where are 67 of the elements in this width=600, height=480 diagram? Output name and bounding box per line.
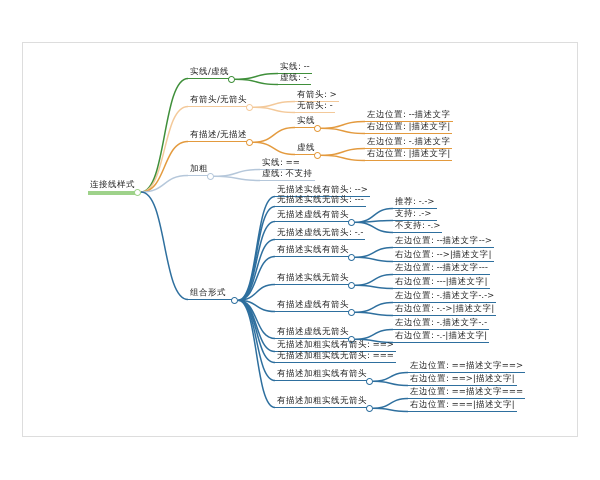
connector [252,142,296,156]
connector [320,154,366,162]
topic-text: 右边位置: ==>|描述文字| [410,374,515,384]
topic-text: 右边位置: -.->|描述文字| [395,304,494,314]
topic-text: 实线: -- [280,62,310,72]
topic-text: 加粗 [190,164,208,174]
topic-text: 虚线: -. [280,73,310,84]
connector [140,191,188,300]
connector [214,176,260,182]
connector [354,222,394,234]
topic-text: 实线 [297,116,315,126]
topic-text: 无描述虚线无箭头: -.- [277,228,364,238]
connector [238,300,276,382]
connector [238,256,276,301]
connector [354,338,394,344]
topic-text: 有描述虚线有箭头 [277,300,349,310]
topic-text: 无描述加粗实线无箭头: === [277,351,394,362]
connector [252,106,296,114]
topic-text: 无描述实线无箭头: --- [277,195,364,206]
connector [238,300,276,408]
topic-text: 左边位置: --描述文字--- [395,263,488,274]
topic-text: 左边位置: -.描述文字-.- [395,318,488,328]
topic-text: 实线/虚线 [190,67,229,78]
topic-text: 组合形式 [190,288,226,298]
connector [354,312,394,316]
topic-text: 右边位置: |描述文字| [367,122,450,132]
topic-text: 无描述加粗实线有箭头: ==> [277,340,394,350]
topic-text: 右边位置: -.-|描述文字| [395,331,488,342]
topic-text: 左边位置: ==描述文字=== [410,387,524,398]
topic-text: 有描述实线无箭头 [277,273,349,284]
topic-text: 无箭头: - [297,101,333,112]
topic-text: 左边位置: -.描述文字 [367,137,450,148]
connector [140,174,188,193]
connector [372,408,408,412]
topic-text: 虚线 [297,143,315,154]
topic-text: 有描述/无描述 [190,130,247,140]
topic-text: 右边位置: -->|描述文字| [395,250,492,260]
topic-text: 右边位置: ---|描述文字| [395,277,488,288]
topic-text: 连接线样式 [90,180,135,190]
topic-text: 有箭头/无箭头 [190,95,247,106]
connector [234,78,278,86]
topic-node [393,209,437,222]
connector [140,78,188,193]
connector [354,284,394,290]
topic-text: 不支持: -.> [395,221,440,232]
topic-text: 无描述实线有箭头: --> [277,185,368,196]
topic-text: 实线: == [262,158,300,168]
topic-text: 有描述加粗实线有箭头 [277,369,367,380]
topic-text: 有描述虚线无箭头 [277,327,349,338]
topic-text: 右边位置: |描述文字| [367,149,450,160]
connector [238,220,276,301]
topic-text: 左边位置: --描述文字 [367,110,451,120]
topic-text: 推荐: -.-> [395,197,435,208]
topic-text: 有箭头: > [297,90,337,100]
topic-text: 左边位置: --描述文字--> [395,236,492,246]
topic-text: 右边位置: ===|描述文字| [410,400,515,410]
topic-text: 有描述加粗实线无箭头 [277,396,367,406]
topic-text: 左边位置: -.描述文字-.-> [395,291,494,302]
topic-text: 虚线: 不支持 [262,169,313,180]
topic-text: 无描述虚线有箭头 [277,210,349,220]
connector [354,256,394,262]
connector [238,300,276,352]
connector [320,128,366,134]
topic-text: 左边位置: ==描述文字==> [410,361,524,372]
topic-text: 支持: .-> [395,209,432,220]
connector [372,380,408,386]
topic-text: 有描述实线有箭头 [277,245,349,256]
